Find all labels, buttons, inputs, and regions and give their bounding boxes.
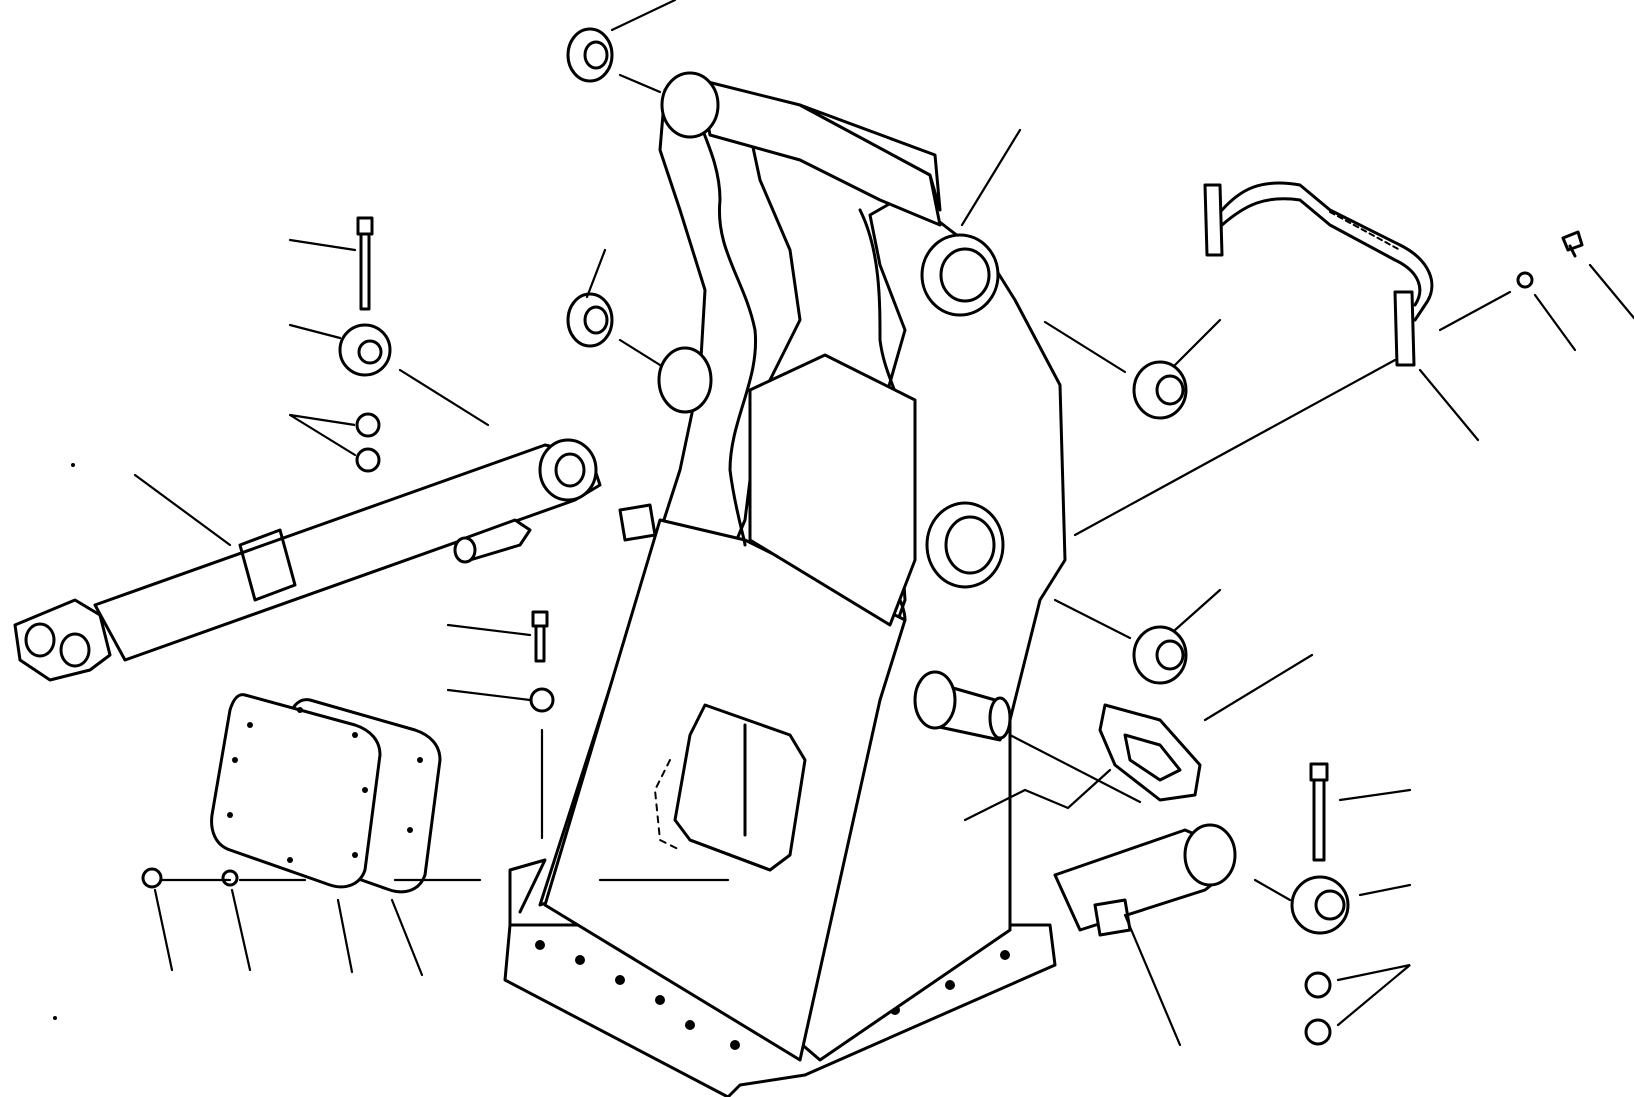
left-pivot-bosses — [657, 71, 720, 414]
cover-fasteners — [141, 867, 239, 889]
handrail-bracket — [1203, 181, 1434, 367]
access-opening — [653, 703, 807, 872]
hydraulic-cylinder — [13, 438, 657, 682]
spherical-bushing-upper-left — [338, 323, 392, 377]
bushing-left-middle — [566, 292, 614, 348]
bushing-right-upper — [1132, 360, 1188, 420]
main-bracket-frame — [503, 71, 1067, 1097]
upper-pivot-boss — [920, 233, 1000, 317]
bushing-lower-right — [1290, 875, 1350, 935]
loose-hardware — [141, 27, 1584, 1046]
small-bolt-top-right — [1516, 230, 1584, 289]
leader-lines — [133, 0, 1634, 1047]
nut-middle — [529, 687, 555, 713]
bushing-top — [566, 27, 614, 83]
cover-plates — [210, 693, 442, 894]
scan-specks — [53, 463, 75, 1020]
bolt-middle — [531, 610, 549, 663]
nuts-right — [1304, 971, 1332, 1046]
bushing-right-lower — [1132, 625, 1188, 685]
nuts-upper-left — [355, 412, 381, 473]
lower-pin — [1053, 823, 1237, 937]
side-pin — [913, 670, 1012, 742]
bolt-upper-left — [356, 216, 374, 311]
bolt-right — [1309, 762, 1329, 862]
middle-pivot-boss — [925, 501, 1005, 589]
gasket — [1098, 703, 1202, 802]
